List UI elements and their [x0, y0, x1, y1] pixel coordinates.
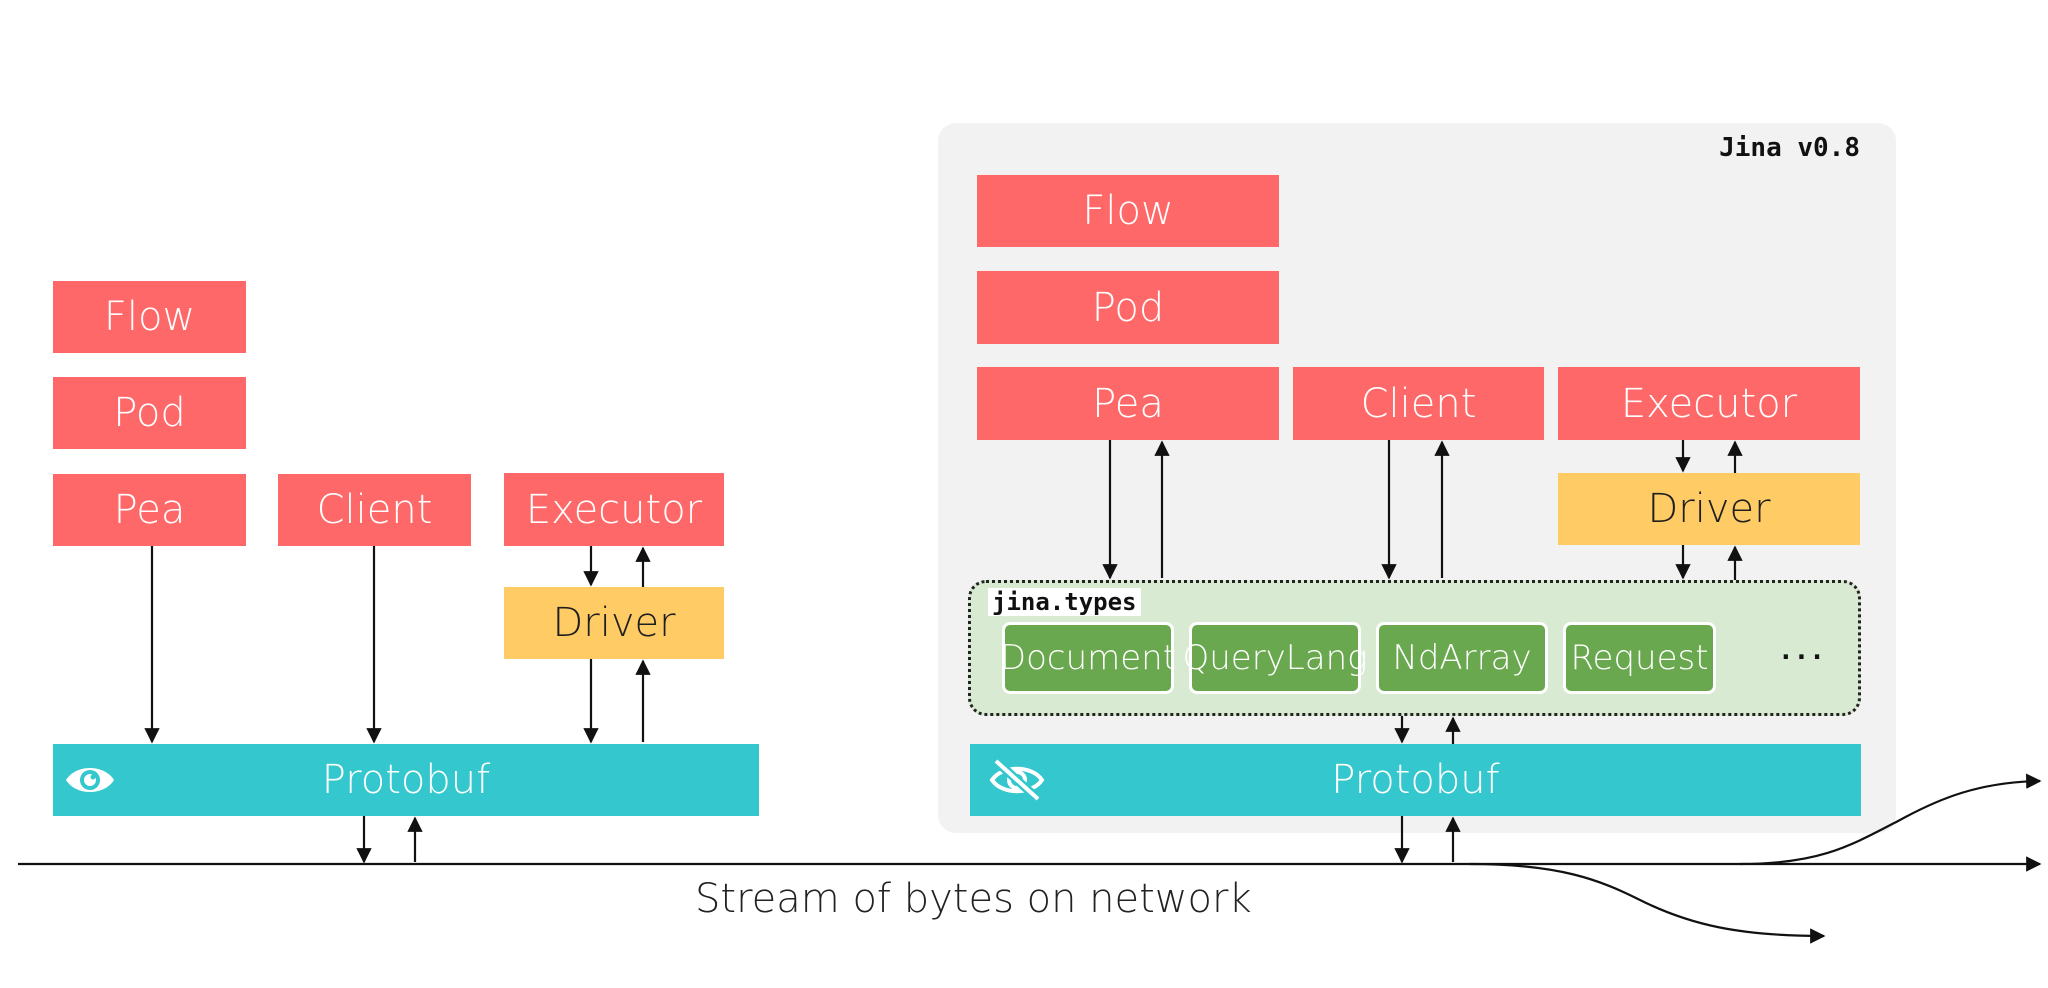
eye-slash-icon — [988, 757, 1046, 807]
right-protobuf-bar: Protobuf — [970, 744, 1861, 816]
right-pod-box: Pod — [977, 271, 1279, 344]
network-branch-up — [1739, 773, 2042, 866]
jina-types-label: jina.types — [988, 588, 1141, 616]
right-driver-box: Driver — [1558, 473, 1860, 545]
eye-icon — [64, 760, 116, 804]
type-document: Document — [1000, 622, 1176, 694]
left-executor-box: Executor — [504, 473, 724, 546]
left-protobuf-label: Protobuf — [321, 757, 491, 803]
type-ndarray: NdArray — [1376, 622, 1548, 694]
right-protobuf-label: Protobuf — [1331, 757, 1500, 803]
types-more-ellipsis: ... — [1778, 636, 1825, 666]
left-pod-box: Pod — [53, 377, 246, 449]
left-flow-box: Flow — [53, 281, 246, 353]
left-pea-box: Pea — [53, 474, 246, 546]
right-flow-box: Flow — [977, 175, 1279, 247]
left-client-box: Client — [278, 474, 471, 546]
left-driver-box: Driver — [504, 587, 724, 659]
right-pea-box: Pea — [977, 367, 1279, 440]
network-branch-down — [1469, 862, 1826, 944]
left-protobuf-bar: Protobuf — [53, 744, 759, 816]
network-caption: Stream of bytes on network — [695, 876, 1252, 922]
right-client-box: Client — [1293, 367, 1544, 440]
type-request: Request — [1563, 622, 1716, 694]
right-executor-box: Executor — [1558, 367, 1860, 440]
type-querylang: QueryLang — [1182, 622, 1368, 694]
panel-title: Jina v0.8 — [1719, 133, 1860, 163]
